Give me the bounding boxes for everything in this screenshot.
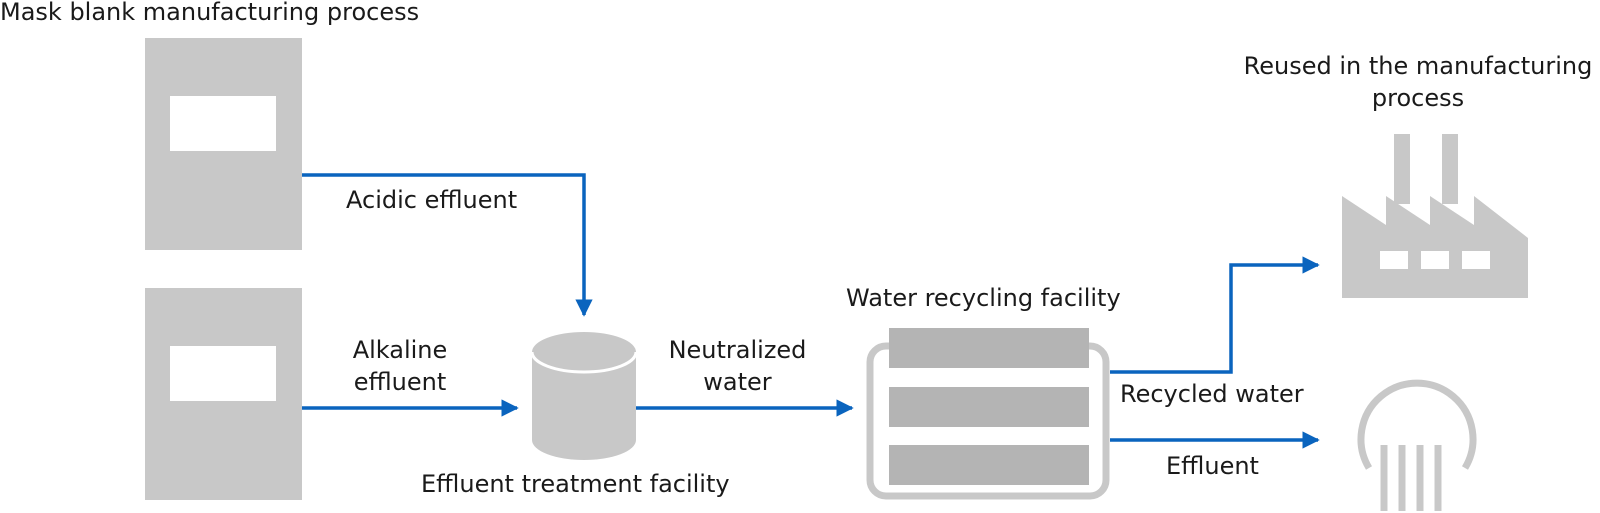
reused-line2: process [1371, 84, 1465, 112]
neutralized-water-label: Neutralized water [660, 334, 815, 398]
factory-chimney-left [1394, 134, 1410, 204]
neutralized-water-line2: water [703, 368, 772, 396]
factory-window [1421, 251, 1449, 269]
machine-window [170, 346, 276, 401]
mask-blank-process-title: Mask blank manufacturing process [0, 0, 420, 26]
filter-bar-bottom [889, 445, 1089, 485]
factory-window [1380, 251, 1408, 269]
factory-window [1462, 251, 1490, 269]
reused-line1: Reused in the manufacturing [1243, 52, 1593, 80]
recycled-water-flow-arrow [1110, 256, 1320, 374]
machine-window [170, 96, 276, 151]
factory-icon [1342, 134, 1528, 298]
manufacturing-unit-alkaline [145, 288, 302, 500]
cylinder-tank-icon [530, 332, 638, 460]
outlet-arch [1357, 379, 1477, 470]
acidic-effluent-label: Acidic effluent [346, 186, 518, 214]
neutralized-water-line1: Neutralized [668, 336, 807, 364]
filter-bar-middle [889, 387, 1089, 427]
factory-body [1342, 196, 1528, 298]
reused-in-manufacturing-label: Reused in the manufacturing process [1236, 50, 1600, 114]
filter-bar-top [889, 328, 1089, 368]
acidic-effluent-flow-arrow [302, 173, 593, 317]
alkaline-effluent-label: Alkaline effluent [340, 334, 460, 398]
recycled-water-label: Recycled water [1120, 380, 1304, 408]
manufacturing-unit-acidic [145, 38, 302, 250]
alkaline-effluent-line1: Alkaline [352, 336, 448, 364]
effluent-label: Effluent [1166, 452, 1259, 480]
drain-outlet-icon [1357, 379, 1477, 511]
alkaline-effluent-line2: effluent [353, 368, 447, 396]
filter-stack-icon [866, 328, 1110, 500]
water-recycling-facility-label: Water recycling facility [846, 284, 1121, 312]
factory-chimney-right [1442, 134, 1458, 204]
effluent-treatment-facility-label: Effluent treatment facility [421, 470, 730, 498]
